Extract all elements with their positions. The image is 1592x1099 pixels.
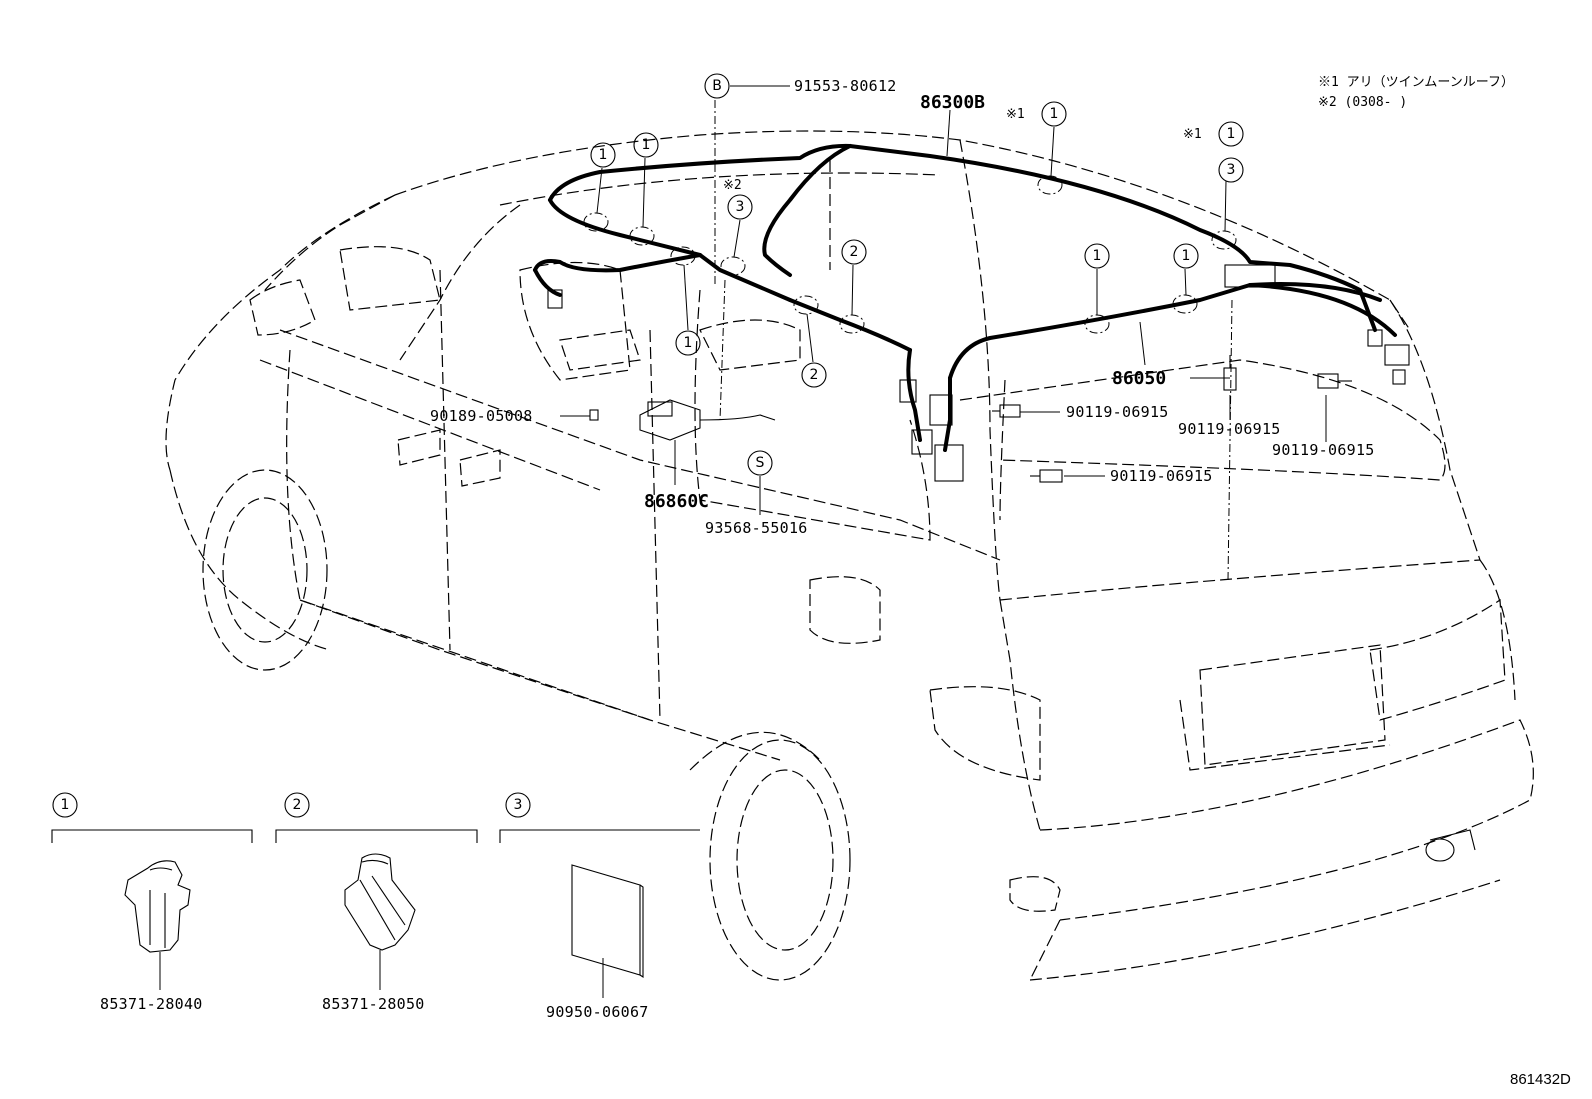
- legend-clip-3: 3 90950-06067: [499, 792, 700, 1021]
- part-label-90119-06915[interactable]: 90119-06915: [1272, 441, 1375, 459]
- part-label-90119-06915[interactable]: 90119-06915: [1066, 403, 1169, 421]
- svg-text:1: 1: [684, 335, 693, 351]
- note-1: ※1 アリ（ツインムーンルーフ）: [1318, 75, 1514, 90]
- svg-text:S: S: [756, 455, 765, 471]
- svg-text:1: 1: [1050, 106, 1059, 122]
- tape-90950-06067-icon: [571, 864, 644, 979]
- bolts-90119: [992, 355, 1352, 483]
- module-86860c: [639, 399, 776, 441]
- note-marker-1: ※1: [1183, 127, 1202, 142]
- svg-text:1: 1: [1093, 248, 1102, 264]
- clip-marker-1[interactable]: 1: [1173, 243, 1199, 269]
- legend-part-85371-28050[interactable]: 85371-28050: [322, 995, 425, 1013]
- clip-marker-1[interactable]: 1: [633, 132, 659, 158]
- clip-marker-1[interactable]: 1: [1084, 243, 1110, 269]
- legend-clip-1: 1 85371-28040: [51, 792, 253, 1013]
- part-label-90119-06915[interactable]: 90119-06915: [1178, 420, 1281, 438]
- svg-text:3: 3: [1227, 162, 1236, 178]
- svg-text:1: 1: [642, 137, 651, 153]
- clip-marker-2[interactable]: 2: [801, 362, 827, 388]
- svg-text:2: 2: [810, 367, 819, 383]
- clip-marker-2[interactable]: 2: [841, 239, 867, 265]
- note-marker-1: ※1: [1006, 107, 1025, 122]
- diagram-reference-id: 861432D: [1510, 1071, 1571, 1088]
- part-label-86860c[interactable]: 86860C: [644, 491, 709, 512]
- svg-text:3: 3: [514, 797, 523, 813]
- note-marker-2: ※2: [723, 178, 742, 193]
- legend-part-90950-06067[interactable]: 90950-06067: [546, 1003, 649, 1021]
- legend-part-85371-28040[interactable]: 85371-28040: [100, 995, 203, 1013]
- clip-marker-3[interactable]: 3: [1218, 157, 1244, 183]
- clip-marker-callouts: 1 1 3 1 2 2 1 1 3 1 1: [590, 101, 1244, 388]
- part-label-90189-05008[interactable]: 90189-05008: [430, 407, 533, 425]
- note-2: ※2 (0308- ): [1318, 95, 1407, 110]
- s-marker[interactable]: S: [747, 450, 773, 476]
- clip-marker-3[interactable]: 3: [727, 194, 753, 220]
- clip-marker-1[interactable]: 1: [1041, 101, 1067, 127]
- bolt-icon: [1223, 355, 1237, 391]
- clip-marker-1[interactable]: 1: [1218, 121, 1244, 147]
- roof-harness-86300b: [533, 143, 1377, 332]
- clip-85371-28050-icon: [344, 853, 416, 951]
- clip-marker-1[interactable]: 1: [590, 142, 616, 168]
- svg-text:1: 1: [1182, 248, 1191, 264]
- svg-text:1: 1: [1227, 126, 1236, 142]
- part-label-86300b[interactable]: 86300B: [920, 92, 985, 113]
- bolt-icon: [1317, 373, 1352, 389]
- svg-text:2: 2: [850, 244, 859, 260]
- part-label-93568-55016[interactable]: 93568-55016: [705, 519, 808, 537]
- vehicle-outline: [165, 130, 1534, 981]
- bolt-icon: [992, 404, 1021, 418]
- part-label-91553-80612[interactable]: 91553-80612: [794, 77, 897, 95]
- svg-text:1: 1: [61, 797, 70, 813]
- marker-leaders: [560, 85, 1327, 581]
- svg-text:3: 3: [736, 199, 745, 215]
- bolt-icon: [1030, 469, 1063, 483]
- rear-harness-86050: [788, 282, 1397, 452]
- clip-85371-28040-icon: [124, 860, 191, 953]
- clamp-points: [583, 175, 1237, 334]
- part-label-86050[interactable]: 86050: [1112, 368, 1166, 389]
- svg-text:2: 2: [293, 797, 302, 813]
- svg-text:B: B: [712, 78, 722, 94]
- clip-marker-1[interactable]: 1: [675, 330, 701, 356]
- part-label-90119-06915[interactable]: 90119-06915: [1110, 467, 1213, 485]
- legend-clip-2: 2 85371-28050: [275, 792, 478, 1013]
- harness-connectors: [547, 264, 1410, 482]
- b-marker[interactable]: B: [704, 73, 730, 99]
- svg-text:1: 1: [599, 147, 608, 163]
